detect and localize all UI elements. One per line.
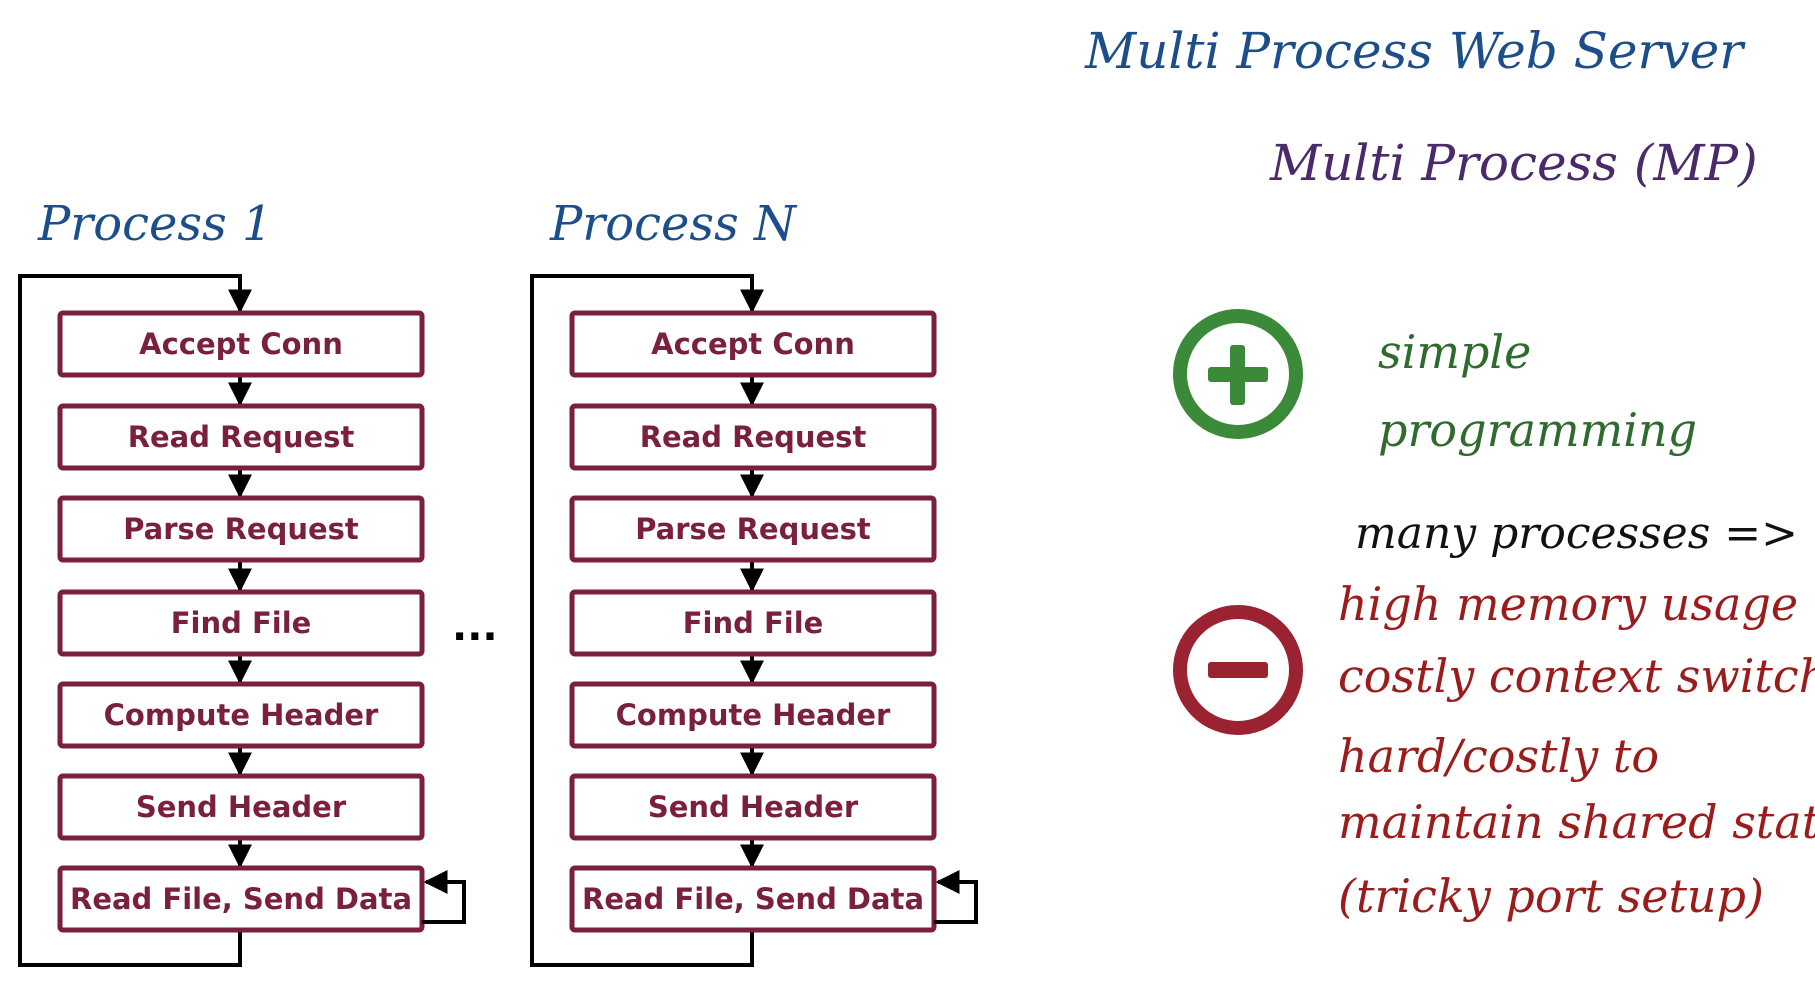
step-box [57,865,425,933]
minus-icon-glyph [1208,662,1268,678]
pros-line-1: simple [1378,325,1531,379]
step-label: Read File, Send Data [70,882,412,916]
process-label-1: Process 1 [37,196,273,252]
step-label: Read Request [640,420,867,454]
cons-section: many processes => high memory usage cost… [1173,508,1815,923]
self-loop-arrow [422,870,466,924]
step-box [57,495,425,563]
step-box [57,773,425,841]
page-subtitle: Multi Process (MP) [1269,134,1758,192]
cons-line-2: costly context switch [1338,649,1815,703]
plus-icon-glyph [1208,345,1268,405]
step-box [569,495,937,563]
minus-icon [1173,605,1303,735]
step-label: Find File [683,606,824,640]
step-box [57,403,425,471]
loop-back-line [530,274,764,967]
process-ellipsis: ... [452,604,498,650]
cons-line-4: maintain shared state [1338,795,1815,849]
pros-line-2: programming [1378,403,1697,457]
step-label: Compute Header [104,698,379,732]
step-label: Send Header [648,790,859,824]
step-box [57,310,425,378]
step-label: Parse Request [635,512,871,546]
step-box [569,773,937,841]
step-box [569,310,937,378]
process-label-2: Process N [549,196,798,252]
step-box [569,681,937,749]
step-label: Accept Conn [651,327,855,361]
step-box [569,865,937,933]
step-box [569,403,937,471]
step-box [569,589,937,657]
cons-intro: many processes => [1355,508,1798,559]
step-box [57,589,425,657]
plus-icon [1173,309,1303,439]
step-box [57,681,425,749]
self-loop-arrow [934,870,978,924]
page-title: Multi Process Web Server [1084,22,1746,80]
step-label: Compute Header [616,698,891,732]
cons-line-3: hard/costly to [1338,729,1659,783]
pros-section: simple programming [1173,309,1697,457]
loop-back-line [18,274,252,967]
cons-line-1: high memory usage [1338,577,1798,631]
step-label: Read Request [128,420,355,454]
step-label: Read File, Send Data [582,882,924,916]
step-label: Parse Request [123,512,359,546]
cons-line-5: (tricky port setup) [1338,869,1764,923]
step-label: Find File [171,606,312,640]
step-label: Accept Conn [139,327,343,361]
step-label: Send Header [136,790,347,824]
